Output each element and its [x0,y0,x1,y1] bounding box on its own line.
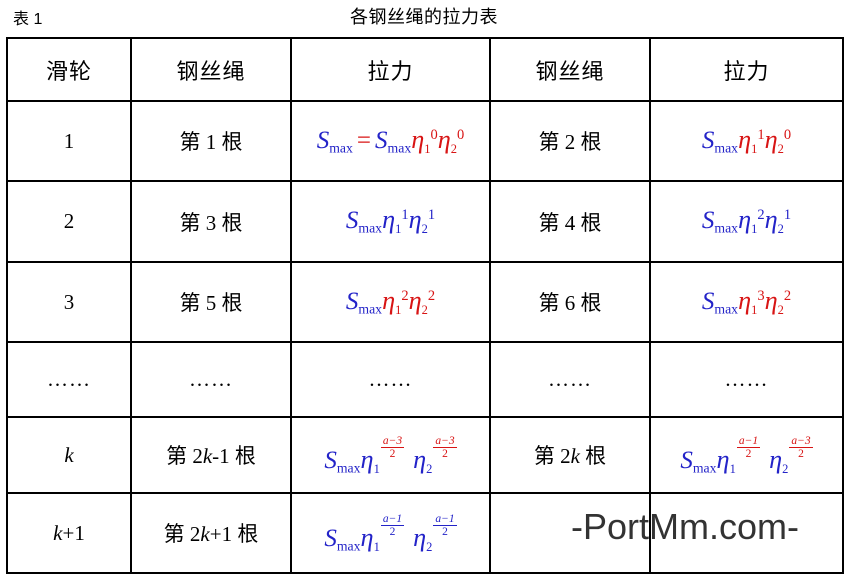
cell-rope-left: 第 2k+1 根 [130,492,292,574]
header-label-rope-right: 钢丝绳 [535,58,605,84]
cell-rope-left: 第 1 根 [130,100,292,182]
table-caption: 表 1 各钢丝绳的拉力表 [0,0,848,34]
table-header-row: 滑轮 钢丝绳 拉力 钢丝绳 拉力 [6,37,844,102]
header-label-rope-left: 钢丝绳 [176,58,246,84]
cell-pulley: 3 [6,261,132,343]
cell-force-left: Smaxη11η21 [290,180,491,263]
rope-label-right: 第 6 根 [538,291,602,315]
formula-force-right: Smaxη11η20 [701,124,792,156]
pulley-value: k+1 [53,520,85,545]
cell-rope-right-empty [489,492,651,574]
cell-rope-left: 第 3 根 [130,180,292,263]
rope-label-right: 第 4 根 [538,210,602,235]
formula-force-left: Smaxη12η22 [345,285,436,317]
cell-rope-right: 第 6 根 [489,261,651,343]
cell-pulley: 1 [6,100,132,182]
ellipsis-text: …… [724,367,769,391]
ellipsis-text: …… [548,367,592,391]
table-row: 3 第 5 根 Smaxη12η22 第 6 根 Smaxη13η22 [6,261,844,343]
header-label-force-left: 拉力 [367,58,414,84]
ellipsis-text: …… [368,367,413,391]
pulley-value: k [64,442,74,467]
rope-label-left: 第 5 根 [179,291,243,315]
header-cell-force-right: 拉力 [649,37,844,102]
header-cell-rope-left: 钢丝绳 [130,37,292,102]
table-row-ellipsis: …… …… …… …… …… [6,341,844,418]
rope-label-left: 第 1 根 [179,130,243,154]
cell-rope-right: …… [489,341,651,418]
cell-rope-right: 第 2k 根 [489,416,651,494]
formula-force-right: Smaxη12η21 [701,205,792,237]
pulley-value: 2 [63,209,75,233]
rope-label-right: 第 2 根 [538,130,602,154]
formula-force-left: Smaxη11η21 [345,205,436,237]
table-row: 2 第 3 根 Smaxη11η21 第 4 根 Smaxη12η21 [6,180,844,263]
formula-force-right: Smaxη13η22 [701,285,792,317]
pulley-value: 1 [63,128,75,153]
pulley-value: 3 [63,289,75,314]
cell-rope-left: …… [130,341,292,418]
formula-force-left: Smax=Smaxη10η20 [316,124,465,156]
cell-force-left: Smaxη12η22 [290,261,491,343]
cell-pulley: …… [6,341,132,418]
rope-label-left: 第 2k-1 根 [166,444,256,468]
cell-rope-left: 第 2k-1 根 [130,416,292,494]
cell-pulley: k+1 [6,492,132,574]
rope-label-left: 第 2k+1 根 [163,522,259,546]
rope-label-right: 第 2k 根 [533,444,607,468]
header-label-pulley: 滑轮 [45,58,92,84]
header-cell-pulley: 滑轮 [6,37,132,102]
table-number-label: 表 1 [13,11,43,28]
cell-force-right: Smaxη13η22 [649,261,844,343]
cell-force-right-empty [649,492,844,574]
ellipsis-text: …… [189,367,233,391]
cell-pulley: 2 [6,180,132,263]
table-row: 1 第 1 根 Smax=Smaxη10η20 第 2 根 Smaxη11η20 [6,100,844,182]
cell-force-right: …… [649,341,844,418]
cell-rope-left: 第 5 根 [130,261,292,343]
cell-pulley: k [6,416,132,494]
header-label-force-right: 拉力 [723,58,770,84]
header-cell-rope-right: 钢丝绳 [489,37,651,102]
ellipsis-text: …… [47,367,91,391]
header-cell-force-left: 拉力 [290,37,491,102]
rope-label-left: 第 3 根 [179,210,243,235]
table-title: 各钢丝绳的拉力表 [350,7,498,27]
cell-rope-right: 第 4 根 [489,180,651,263]
cell-force-left: Smax=Smaxη10η20 [290,100,491,182]
cell-force-right: Smaxη12η21 [649,180,844,263]
pull-force-table: 滑轮 钢丝绳 拉力 钢丝绳 拉力 1 [6,37,844,574]
cell-rope-right: 第 2 根 [489,100,651,182]
cell-force-right: Smaxη11η20 [649,100,844,182]
cell-force-left: …… [290,341,491,418]
